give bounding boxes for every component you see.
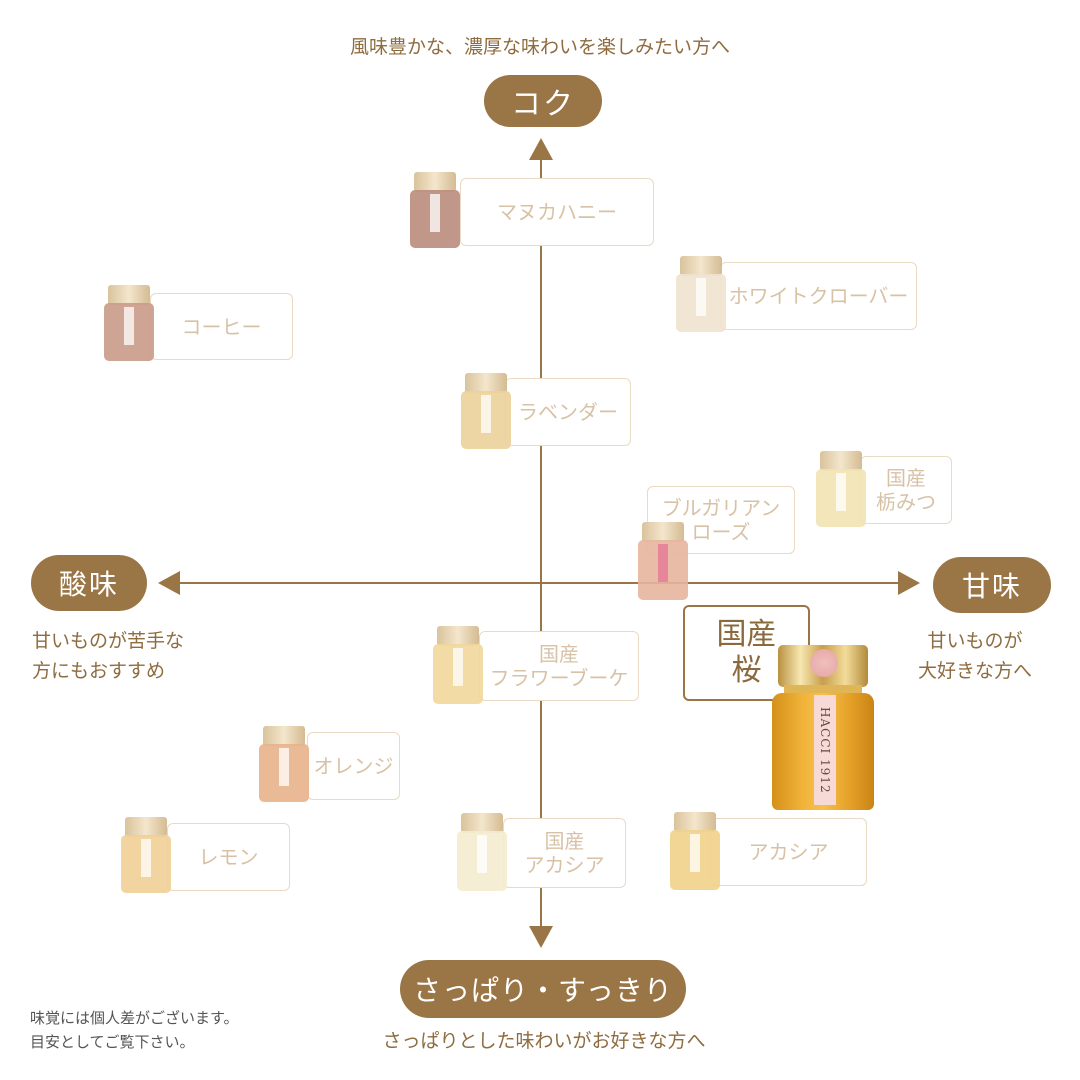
right-caption: 甘いものが 大好きな方へ [880,626,1070,686]
jar-lavender [461,373,511,449]
jar-tag [481,395,491,433]
bottom-axis-label: さっぱり・すっきり [400,960,686,1018]
jar-tag [658,544,668,582]
jar-tochi [816,451,866,527]
jar-tag [836,473,846,511]
right-axis-label: 甘味 [933,557,1051,613]
arrow-right-icon [898,571,920,595]
jar-tag [279,748,289,786]
product-name: オレンジ [313,754,394,778]
product-name-line1: 国産 [539,642,579,666]
product-name-line1: 国産 [886,466,926,490]
jar-lid [461,813,503,833]
jar-lid [674,812,716,832]
product-card-white-clover[interactable]: ホワイトクローバー [720,262,917,330]
product-name: アカシア [748,840,829,864]
left-caption-line1: 甘いものが苦手な [32,630,185,652]
left-axis-label: 酸味 [31,555,147,611]
product-name-line1: ブルガリアン [661,496,781,520]
jar-lid [465,373,507,393]
jar-lid [642,522,684,542]
product-name: レモン [198,845,259,869]
product-card-manuka[interactable]: マヌカハニー [460,178,654,246]
jar-coffee [104,285,154,361]
bottom-caption: さっぱりとした味わいがお好きな方へ [382,1030,706,1052]
jar-manuka [410,172,460,248]
jar-lid [680,256,722,276]
product-card-orange[interactable]: オレンジ [307,732,400,800]
product-name-line2: ローズ [691,520,751,544]
product-card-flower-bouquet[interactable]: 国産 フラワーブーケ [479,631,639,701]
top-caption: 風味豊かな、濃厚な味わいを楽しみたい方へ [349,36,730,58]
right-caption-line1: 甘いものが [927,630,1023,652]
product-card-tochi[interactable]: 国産 栃みつ [860,456,952,524]
jar-tag [141,839,151,877]
jar-white-clover [676,256,726,332]
jar-lid [414,172,456,192]
blossom-icon [810,649,838,677]
product-name: コーヒー [181,314,262,339]
jar-tag [430,194,440,232]
featured-name-line1: 国産 [716,617,777,652]
product-name-line2: 栃みつ [876,490,936,514]
jar-flower-bouquet [433,626,483,704]
jar-lid [820,451,862,471]
jar-lid [108,285,150,305]
note-line1: 味覚には個人差がございます。 [30,1009,239,1027]
jar-tag [453,648,463,686]
jar-tag [690,834,700,872]
jar-orange [259,726,309,802]
jar-acacia [670,812,720,890]
product-card-bulgarian-rose[interactable]: ブルガリアン ローズ [647,486,795,554]
product-card-lavender[interactable]: ラベンダー [505,378,631,446]
left-caption: 甘いものが苦手な 方にもおすすめ [32,626,232,686]
jar-lid [125,817,167,837]
top-axis-label: コク [484,75,602,127]
product-name: マヌカハニー [497,200,617,224]
featured-name-line2: 桜 [731,653,762,688]
arrow-up-icon [529,138,553,160]
product-card-coffee[interactable]: コーヒー [150,293,293,360]
featured-jar: HACCI 1912 [770,645,876,810]
jar-acacia-jp [457,813,507,891]
product-card-acacia-jp[interactable]: 国産 アカシア [503,818,626,888]
jar-tag [696,278,706,316]
jar-lemon [121,817,171,893]
arrow-down-icon [529,926,553,948]
note-line2: 目安としてご覧下さい。 [30,1033,195,1051]
product-name: ホワイトクローバー [728,284,909,308]
jar-tag [477,835,487,873]
product-name-line2: フラワーブーケ [489,666,629,690]
featured-jar-label: HACCI 1912 [814,695,836,805]
right-caption-line2: 大好きな方へ [917,660,1032,682]
product-name-line1: 国産 [544,829,585,853]
jar-lid [263,726,305,746]
product-card-lemon[interactable]: レモン [167,823,290,891]
jar-lid [437,626,479,646]
product-name-line2: アカシア [524,853,605,877]
jar-tag [124,307,134,345]
left-caption-line2: 方にもおすすめ [32,660,166,682]
featured-jar-neck [784,685,862,695]
jar-bulgarian-rose [638,522,688,600]
disclaimer-note: 味覚には個人差がございます。 目安としてご覧下さい。 [30,1006,310,1054]
product-name: ラベンダー [518,400,618,424]
arrow-left-icon [158,571,180,595]
product-card-acacia[interactable]: アカシア [710,818,867,886]
